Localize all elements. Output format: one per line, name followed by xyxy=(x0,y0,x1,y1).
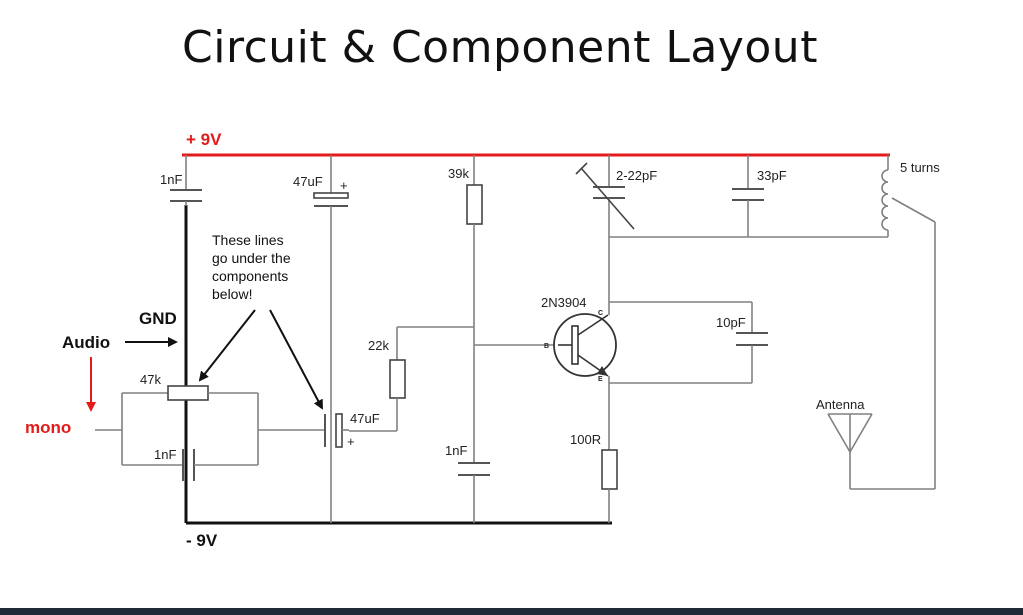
label-c-47uf-mid: 47uF xyxy=(350,411,380,426)
label-pin-e: E xyxy=(598,376,603,383)
label-antenna: Antenna xyxy=(816,397,865,412)
label-audio: Audio xyxy=(62,333,110,352)
capacitor-1nf-mid xyxy=(458,462,490,523)
bottom-bar xyxy=(0,608,1023,615)
page-title: Circuit & Component Layout xyxy=(182,22,818,73)
label-pin-b: B xyxy=(544,343,549,350)
note-text: These lines go under the components belo… xyxy=(212,232,291,302)
resistor-22k xyxy=(349,326,474,432)
transistor-2n3904 xyxy=(553,313,617,377)
positive-rail-label: + 9V xyxy=(186,130,222,149)
coil-inductor xyxy=(850,155,936,490)
label-c-47uf-top: 47uF xyxy=(293,174,323,189)
label-pin-c: C xyxy=(598,310,603,317)
negative-rail-label: - 9V xyxy=(186,531,218,550)
label-c-10pf: 10pF xyxy=(716,315,746,330)
capacitor-47uf-mid xyxy=(324,413,349,448)
svg-text:components: components xyxy=(212,268,288,284)
label-transistor: 2N3904 xyxy=(541,295,587,310)
label-c-33pf: 33pF xyxy=(757,168,787,183)
label-r-22k: 22k xyxy=(368,338,389,353)
label-c-1nf-low: 1nF xyxy=(154,447,176,462)
label-c-1nf-top: 1nF xyxy=(160,172,182,187)
label-r-47k: 47k xyxy=(140,372,161,387)
svg-text:below!: below! xyxy=(212,286,252,302)
resistor-39k xyxy=(466,155,483,463)
label-r-100r: 100R xyxy=(570,432,601,447)
resistor-100r xyxy=(601,449,618,523)
capacitor-47uf-top xyxy=(313,155,349,523)
svg-text:These lines: These lines xyxy=(212,232,284,248)
label-mono: mono xyxy=(25,418,71,437)
svg-text:go under the: go under the xyxy=(212,250,291,266)
input-network xyxy=(95,385,325,481)
label-c-trim: 2-22pF xyxy=(616,168,657,183)
antenna xyxy=(827,413,873,489)
label-r-39k: 39k xyxy=(448,166,469,181)
label-c-1nf-mid: 1nF xyxy=(445,443,467,458)
note-arrow-right xyxy=(269,309,323,410)
capacitor-1nf-top xyxy=(170,155,202,206)
capacitor-33pf xyxy=(732,155,764,237)
capacitor-10pf xyxy=(736,302,768,383)
trimmer-capacitor xyxy=(575,155,635,237)
note-arrow-left xyxy=(198,309,256,382)
label-coil: 5 turns xyxy=(900,160,940,175)
label-plus-47uf-mid: + xyxy=(347,434,355,449)
label-gnd: GND xyxy=(139,309,177,328)
label-plus-47uf-top: + xyxy=(340,178,348,193)
